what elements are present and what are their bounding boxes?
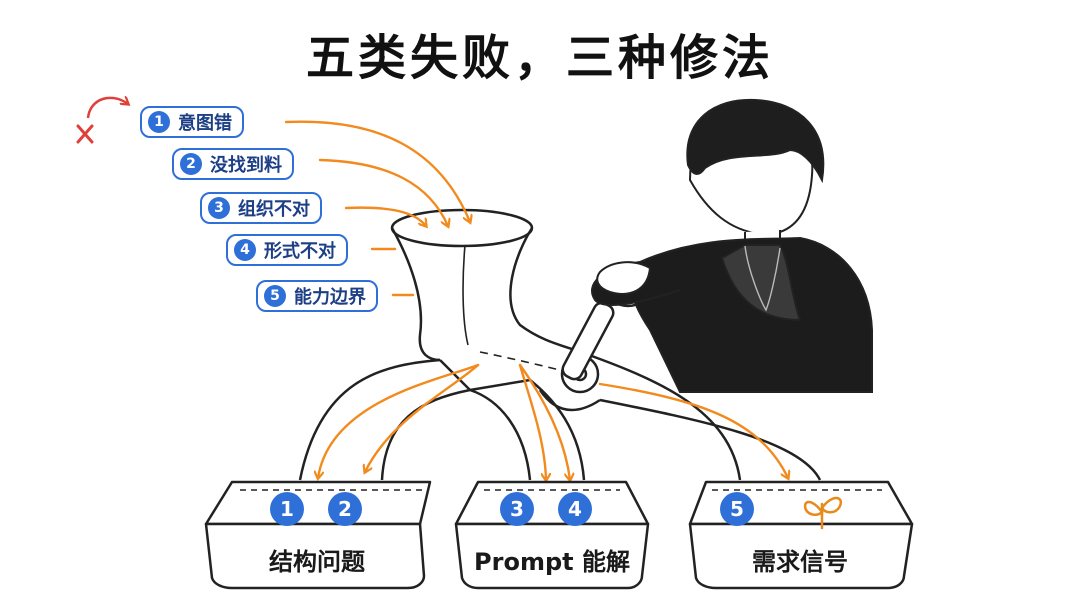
funnel-shape [390, 208, 576, 362]
sprout-icon [803, 496, 843, 530]
page-title: 五类失败，三种修法 [305, 30, 774, 86]
person-illustration [591, 98, 873, 393]
failure-label: 能力边界 [294, 287, 366, 308]
failure-tag-4: 4 形式不对 [226, 234, 348, 266]
tray-shapes [204, 480, 914, 590]
failure-label: 意图错 [178, 113, 232, 134]
failure-label: 形式不对 [264, 241, 336, 262]
failure-tag-3: 3 组织不对 [200, 192, 322, 224]
failure-arrows [284, 120, 470, 297]
tube-shapes [298, 348, 822, 481]
tray-3-label: 需求信号 [752, 548, 848, 576]
tray-1-badge-2: 2 [328, 492, 362, 526]
failure-tag-1: 1 意图错 [140, 106, 244, 138]
failure-number: 4 [234, 239, 256, 261]
tray-3-badge-1: 5 [720, 492, 754, 526]
tray-2-badge-2: 4 [558, 492, 592, 526]
failure-number: 5 [264, 285, 286, 307]
output-arrows [318, 363, 788, 480]
tray-2-label: Prompt 能解 [474, 548, 630, 576]
tray-2-badge-1: 3 [500, 492, 534, 526]
failure-tag-5: 5 能力边界 [256, 280, 378, 312]
failure-number: 1 [148, 111, 170, 133]
failure-tag-2: 2 没找到料 [172, 148, 294, 180]
failure-label: 组织不对 [238, 199, 310, 220]
tray-1-badge-1: 1 [270, 492, 304, 526]
failure-number: 3 [208, 197, 230, 219]
tray-1-label: 结构问题 [269, 548, 365, 576]
reject-mark-icon [76, 98, 128, 144]
failure-number: 2 [180, 153, 202, 175]
failure-label: 没找到料 [210, 155, 282, 176]
